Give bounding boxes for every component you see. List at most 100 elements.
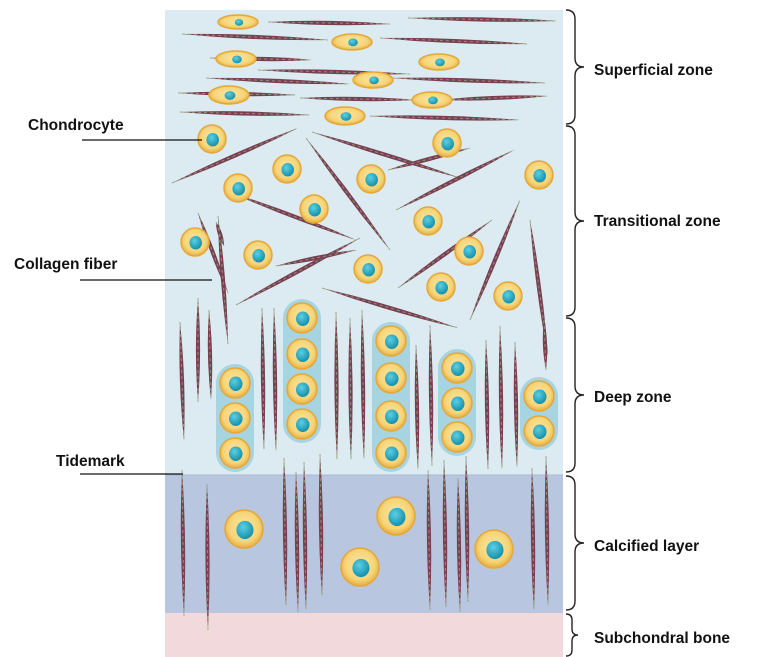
cell-nucleus [229,377,243,391]
chondrocyte [455,237,483,265]
cell-nucleus [296,348,310,362]
chondrocyte [300,195,328,223]
chondrocyte [442,388,472,418]
chondrocyte [332,34,372,50]
chondrocyte [442,353,472,383]
chondrocyte [376,438,406,468]
chondrocyte [419,54,459,70]
cell-nucleus [235,19,243,26]
chondrocyte [524,381,554,411]
chondrocyte [341,548,379,586]
cell-nucleus [463,245,476,258]
chondrocyte [376,401,406,431]
chondrocyte [273,155,301,183]
chondrocyte [220,403,250,433]
cell-nucleus [341,112,352,121]
chondrocyte [414,207,442,235]
chondrocyte [209,86,249,104]
chondrocyte [287,374,317,404]
collagen-fiber-label: Collagen fiber [14,256,117,273]
chondrocyte [524,416,554,446]
cell-nucleus [533,390,547,404]
chondrocyte [325,107,365,125]
cell-nucleus [281,163,294,176]
chondrocyte [225,510,263,548]
cell-nucleus [296,312,310,326]
zone-label-superficial: Superficial zone [594,62,713,79]
cell-nucleus [486,541,503,559]
chondrocyte [224,174,252,202]
cell-nucleus [451,397,465,411]
cell-nucleus [252,249,265,262]
chondrocyte [181,228,209,256]
cell-nucleus [348,39,358,47]
chondrocyte [427,273,455,301]
chondrocyte [354,255,382,283]
chondrocyte [287,409,317,439]
cell-nucleus [308,203,321,216]
cell-nucleus [229,447,243,461]
chondrocyte [287,303,317,333]
zone-brace [566,476,584,610]
cell-nucleus [352,559,369,577]
chondrocyte [216,51,256,67]
chondrocyte [376,326,406,356]
cell-nucleus [533,169,546,182]
chondrocyte [433,129,461,157]
zone-brace [566,318,584,472]
cell-nucleus [232,182,245,195]
chondrocyte [353,72,393,88]
chondrocyte [357,165,385,193]
cell-nucleus [388,508,405,526]
cell-nucleus [533,425,547,439]
chondrocyte [218,15,258,29]
subchondral-bone-band [165,613,563,657]
chondrocyte [377,497,415,535]
cell-nucleus [441,137,454,150]
cell-nucleus [451,431,465,445]
cell-nucleus [385,447,399,461]
cell-nucleus [385,410,399,424]
zone-label-deep: Deep zone [594,389,672,406]
chondrocyte [220,368,250,398]
cell-nucleus [435,59,445,67]
chondrocyte [525,161,553,189]
cell-nucleus [435,281,448,294]
chondrocyte [442,422,472,452]
cell-nucleus [451,362,465,376]
chondrocyte [198,125,226,153]
cell-nucleus [385,372,399,386]
chondrocyte [376,363,406,393]
cell-nucleus [422,215,435,228]
chondrocyte [494,282,522,310]
chondrocyte [220,438,250,468]
cell-nucleus [236,521,253,539]
tidemark-label: Tidemark [56,453,125,470]
cell-nucleus [502,290,515,303]
chondrocyte-label: Chondrocyte [28,117,124,134]
zone-brace [566,10,584,124]
chondrocyte [244,241,272,269]
chondrocyte [287,339,317,369]
cell-nucleus [206,133,219,146]
cell-nucleus [428,97,438,105]
cell-nucleus [362,263,375,276]
zone-braces [566,10,584,656]
cell-nucleus [369,77,379,85]
cell-nucleus [225,91,236,100]
cell-nucleus [232,56,242,64]
cell-nucleus [296,418,310,432]
zone-label-calcified: Calcified layer [594,538,699,555]
zone-label-subchondral: Subchondral bone [594,630,730,647]
cell-nucleus [229,412,243,426]
cell-nucleus [385,335,399,349]
chondrocyte [412,92,452,108]
zone-brace [566,126,584,316]
cell-nucleus [189,236,202,249]
zone-brace [566,614,578,656]
zone-label-transitional: Transitional zone [594,213,721,230]
chondrocyte [475,530,513,568]
cell-nucleus [296,383,310,397]
cell-nucleus [365,173,378,186]
